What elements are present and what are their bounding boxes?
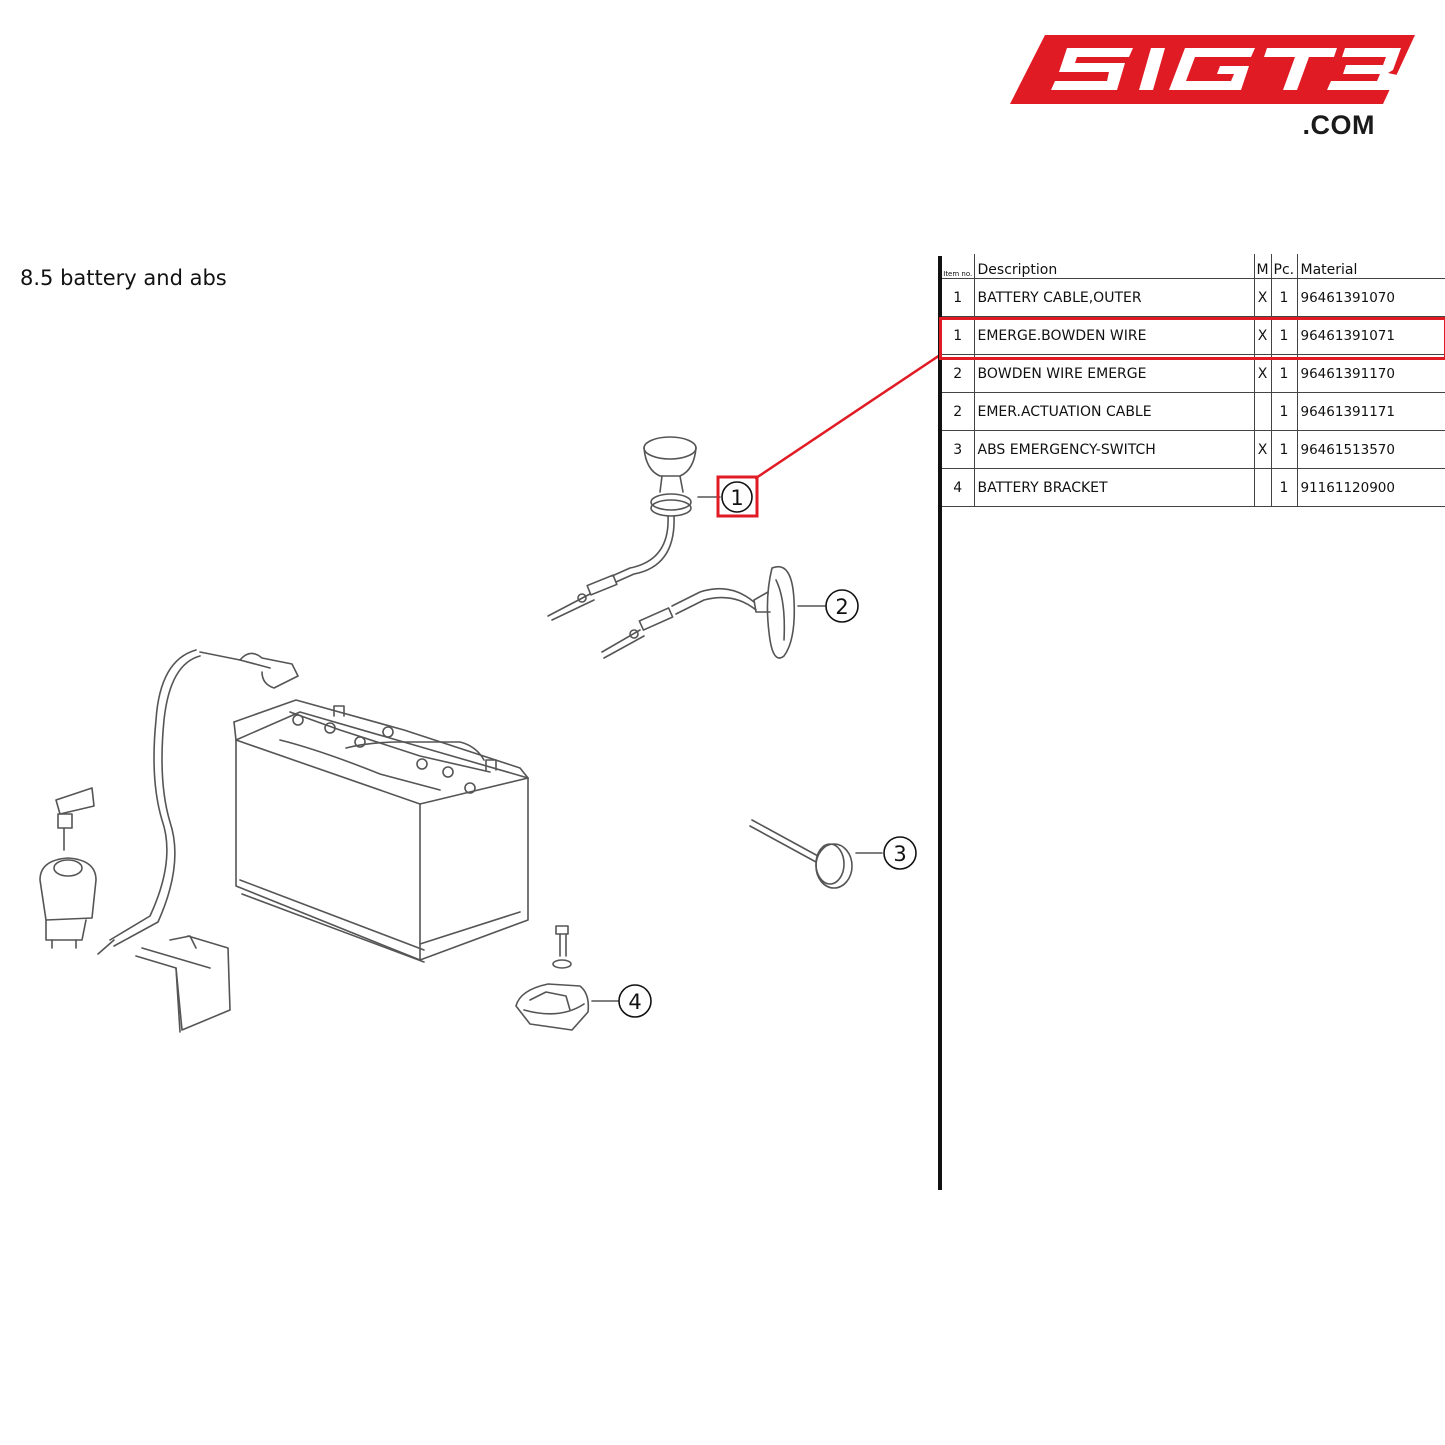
cell-m: [1253, 392, 1271, 431]
callout-2-number: 2: [835, 595, 848, 619]
cell-pc: 1: [1270, 392, 1297, 431]
cell-pc: 1: [1270, 316, 1297, 355]
table-row[interactable]: 2 BOWDEN WIRE EMERGE X 1 96461391170: [942, 354, 1445, 393]
cell-material: 96461391070: [1296, 278, 1445, 317]
part-3-abs-switch-drawing[interactable]: [749, 819, 883, 889]
cell-pc: 1: [1270, 430, 1297, 469]
cell-description: EMERGE.BOWDEN WIRE: [973, 316, 1254, 355]
table-row[interactable]: 1 BATTERY CABLE,OUTER X 1 96461391070: [942, 278, 1445, 317]
cell-m: X: [1253, 278, 1271, 317]
cell-description: BOWDEN WIRE EMERGE: [973, 354, 1254, 393]
header-description: Description: [973, 254, 1254, 279]
logo-domain: .COM: [1302, 110, 1375, 140]
section-title: 8.5 battery and abs: [20, 266, 227, 290]
callout-4[interactable]: 4: [618, 984, 652, 1018]
parts-diagram: 1 2 3 4: [39, 353, 940, 1033]
cell-pc: 1: [1270, 278, 1297, 317]
parts-table: Item no. Description M Pc. Material 1 BA…: [942, 254, 1445, 507]
callout-1[interactable]: 1: [716, 475, 759, 518]
cell-description: ABS EMERGENCY-SWITCH: [973, 430, 1254, 469]
callout-2[interactable]: 2: [825, 589, 859, 623]
header-material: Material: [1296, 254, 1445, 279]
callout-1-number: 1: [730, 486, 743, 510]
cell-material: 91161120900: [1296, 468, 1445, 507]
brand-logo[interactable]: .COM: [1005, 30, 1420, 145]
cell-material: 96461391171: [1296, 392, 1445, 431]
cell-item: 1: [942, 316, 974, 355]
cell-m: X: [1253, 354, 1271, 393]
column-divider: [938, 256, 942, 1190]
callout-1-highlight-box: [716, 475, 759, 518]
callout-4-number: 4: [628, 990, 641, 1014]
table-row[interactable]: 2 EMER.ACTUATION CABLE 1 96461391171: [942, 392, 1445, 431]
part-2-bowden-wire-drawing[interactable]: [601, 565, 826, 659]
table-row-highlighted[interactable]: 1 EMERGE.BOWDEN WIRE X 1 96461391071: [942, 316, 1445, 355]
highlight-connector-line: [754, 353, 940, 480]
cell-m: X: [1253, 316, 1271, 355]
header-m: M: [1253, 254, 1271, 279]
cell-pc: 1: [1270, 354, 1297, 393]
logo-mark: [1010, 35, 1415, 104]
cell-item: 1: [942, 278, 974, 317]
cell-item: 2: [942, 354, 974, 393]
cell-item: 3: [942, 430, 974, 469]
part-4-battery-bracket-drawing[interactable]: [515, 925, 620, 1031]
header-item-no: Item no.: [942, 254, 974, 279]
cell-m: [1253, 468, 1271, 507]
callout-3[interactable]: 3: [883, 836, 917, 870]
cell-description: BATTERY CABLE,OUTER: [973, 278, 1254, 317]
callout-3-number: 3: [893, 842, 906, 866]
cell-item: 2: [942, 392, 974, 431]
cell-description: EMER.ACTUATION CABLE: [973, 392, 1254, 431]
cell-material: 96461513570: [1296, 430, 1445, 469]
key-switch-drawing: [39, 787, 97, 949]
bracket-drawing: [135, 935, 231, 1033]
cell-description: BATTERY BRACKET: [973, 468, 1254, 507]
header-pc: Pc.: [1270, 254, 1297, 279]
part-1-bowden-wire-drawing[interactable]: [547, 436, 721, 621]
table-row[interactable]: 3 ABS EMERGENCY-SWITCH X 1 96461513570: [942, 430, 1445, 469]
table-row[interactable]: 4 BATTERY BRACKET 1 91161120900: [942, 468, 1445, 507]
table-header-row: Item no. Description M Pc. Material: [942, 254, 1445, 279]
cell-material: 96461391170: [1296, 354, 1445, 393]
cell-item: 4: [942, 468, 974, 507]
cell-material: 96461391071: [1296, 316, 1445, 355]
cell-pc: 1: [1270, 468, 1297, 507]
cell-m: X: [1253, 430, 1271, 469]
battery-drawing: [97, 649, 529, 963]
